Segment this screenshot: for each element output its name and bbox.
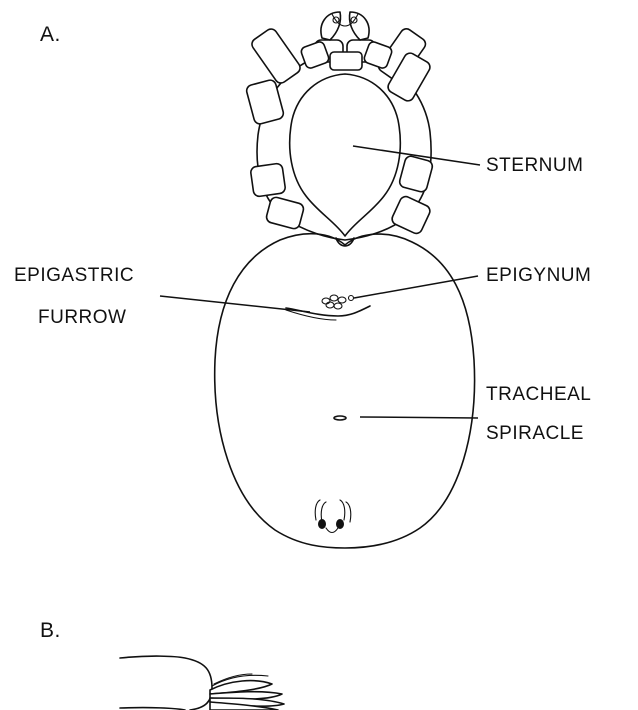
leg-l3 — [250, 163, 286, 197]
panel-a-label: A. — [40, 24, 61, 45]
leg-r4 — [390, 195, 432, 236]
labium — [330, 52, 362, 70]
spinneret-bristles — [210, 674, 284, 710]
spinnerets — [315, 500, 351, 533]
abdomen-tip-outline — [120, 656, 212, 710]
label-epigastric-furrow-line2: FURROW — [38, 308, 126, 327]
leader-tracheal-spiracle — [360, 417, 478, 418]
legs-left — [245, 27, 330, 230]
label-epigastric-furrow-line1: EPIGASTRIC — [14, 266, 134, 285]
label-tracheal-spiracle-line1: TRACHEAL — [486, 385, 591, 404]
panel-b-label: B. — [40, 620, 61, 641]
legs-right — [363, 26, 434, 235]
fang-left — [321, 12, 341, 40]
leg-l4 — [265, 196, 305, 230]
leg-r3 — [398, 155, 433, 193]
tracheal-spiracle-mark — [334, 416, 346, 420]
abdomen-outline — [215, 234, 475, 548]
leader-epigastric-furrow — [160, 296, 310, 312]
leg-l1 — [250, 27, 303, 86]
label-tracheal-spiracle-line2: SPIRACLE — [486, 424, 584, 443]
label-sternum: STERNUM — [486, 156, 583, 175]
label-epigynum: EPIGYNUM — [486, 266, 591, 285]
epigynum-structure — [322, 295, 354, 309]
sternum-shape — [290, 74, 401, 236]
leader-epigynum — [354, 276, 478, 298]
panel-b-illustration — [120, 656, 284, 710]
fang-right — [349, 12, 369, 40]
